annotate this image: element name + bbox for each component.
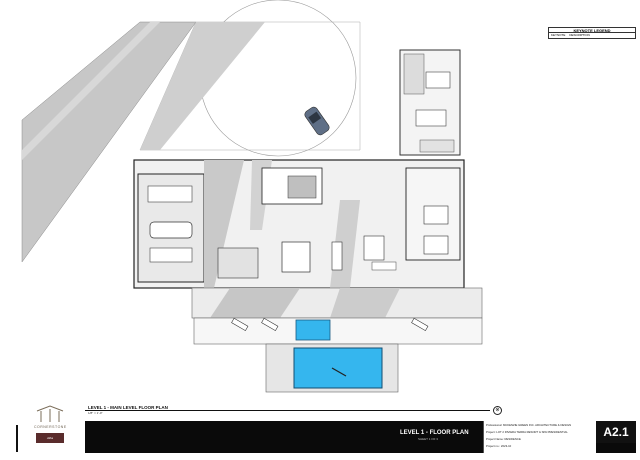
pool xyxy=(293,347,383,389)
keynote-legend-header: KEYNOTE DESCRIPTION xyxy=(549,33,635,38)
logo-company: CORNERSTONE xyxy=(34,425,67,429)
lounge-chairs xyxy=(231,317,429,332)
info-row-professional: Professional: MCKENZIE GREEN INC. ARCHIT… xyxy=(486,423,572,427)
info-row-project-no: Project no.: 2023-10 xyxy=(486,444,512,448)
driveway-shadow xyxy=(140,22,265,150)
description-col: DESCRIPTION xyxy=(569,33,590,37)
road-lane xyxy=(22,22,160,160)
sheet-number: A2.1 xyxy=(596,421,636,443)
view-title: LEVEL 1 - MAIN LEVEL FLOOR PLAN xyxy=(88,405,168,410)
dining-table xyxy=(331,241,343,271)
logo-mark-icon xyxy=(36,405,64,422)
living-sofa xyxy=(363,235,385,261)
logo-badge: Alba xyxy=(36,433,64,443)
keynote-legend-title: KEYNOTE LEGEND xyxy=(549,28,635,33)
pool-deck xyxy=(193,317,483,345)
north-arrow-icon: ⊗ xyxy=(493,406,502,415)
info-row-project: Project: LOT 2 RIVIERA TERRA RESORT & SP… xyxy=(486,430,568,434)
car xyxy=(304,106,330,136)
info-row-project-name: Project Name: RESIDENCE xyxy=(486,437,521,441)
project-info-panel xyxy=(483,421,596,453)
garage-car xyxy=(149,221,193,239)
sheet-subtitle: SHEET 1 OF 3 xyxy=(418,437,438,441)
west-stairs xyxy=(217,247,259,279)
sheet-title: LEVEL 1 - FLOOR PLAN xyxy=(400,430,469,436)
view-scale: 1/8" = 1'-0" xyxy=(88,411,103,415)
keynote-col: KEYNOTE xyxy=(551,33,566,37)
keynote-legend: KEYNOTE LEGEND KEYNOTE DESCRIPTION xyxy=(548,27,636,39)
hot-tub xyxy=(295,319,331,341)
view-title-rule xyxy=(85,410,490,411)
kitchen-island xyxy=(281,241,311,273)
left-margin-bar xyxy=(16,425,18,452)
